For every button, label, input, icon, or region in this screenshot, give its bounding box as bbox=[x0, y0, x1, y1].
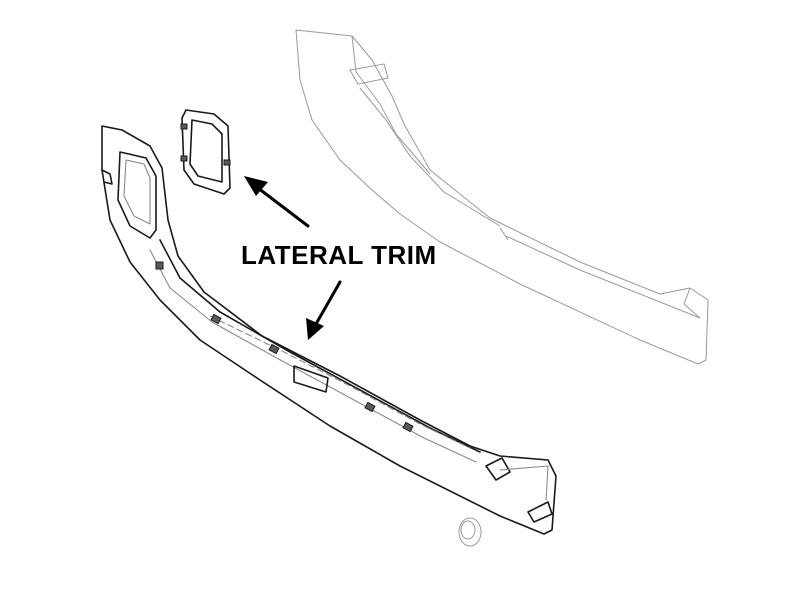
round-plug-part bbox=[458, 517, 482, 547]
lateral-trim-part bbox=[101, 125, 557, 535]
clip-marker bbox=[402, 421, 414, 433]
window-bezel-part bbox=[180, 109, 231, 195]
callout-label: LATERAL TRIM bbox=[241, 240, 437, 270]
inner-trim-panel bbox=[295, 29, 709, 365]
clip-marker bbox=[180, 123, 188, 130]
callout-arrow-lower bbox=[306, 280, 342, 340]
callout-arrow-upper bbox=[244, 176, 310, 228]
clip-marker bbox=[364, 401, 376, 413]
clip-marker bbox=[223, 159, 231, 166]
clip-marker bbox=[210, 313, 222, 325]
clip-marker bbox=[180, 155, 188, 162]
clip-marker bbox=[155, 261, 164, 270]
clip-marker bbox=[268, 343, 280, 355]
